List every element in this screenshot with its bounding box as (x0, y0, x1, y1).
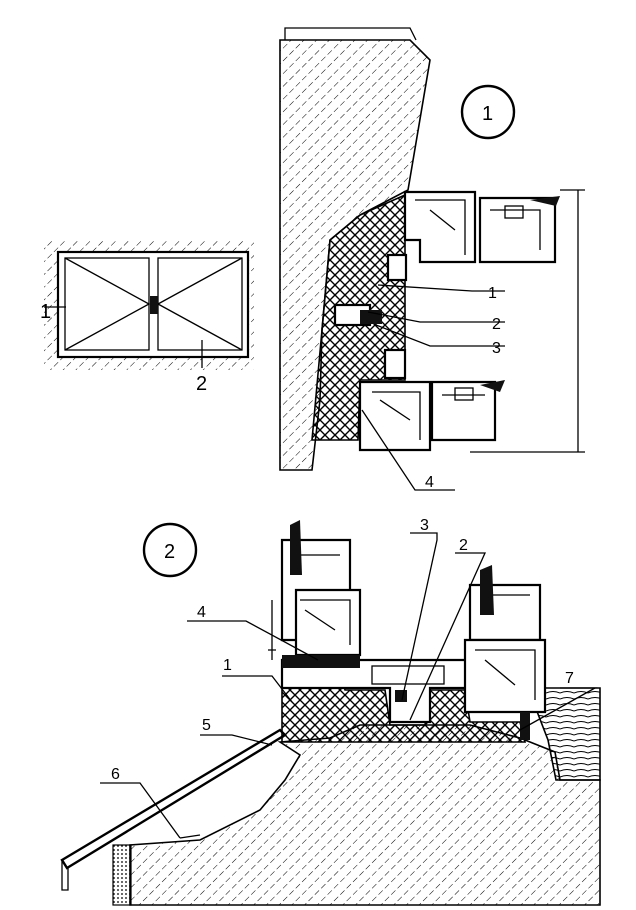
detail-1: 1 1 2 3 4 (279, 27, 585, 491)
callout-1-1: 1 (488, 285, 497, 302)
upper-frame-profile (403, 190, 477, 264)
detail-2: 2 1 2 3 4 5 6 7 (60, 517, 601, 906)
callout-2-6: 6 (111, 766, 120, 783)
callout-2-1: 1 (223, 657, 232, 674)
callout-1-4: 4 (425, 474, 434, 491)
outer-sill-flashing (60, 728, 287, 870)
sill-masonry (129, 724, 601, 906)
callout-2-7: 7 (565, 670, 574, 687)
screw-head (395, 690, 407, 702)
section-mark-2: 2 (196, 373, 207, 395)
plaster-strip (112, 844, 132, 906)
callout-1-2: 2 (492, 316, 501, 333)
sill-fixing (520, 712, 530, 740)
callout-2-3: 3 (420, 517, 429, 534)
detail-1-marker (460, 84, 516, 140)
mullion-lock (150, 296, 158, 314)
detail-2-number: 2 (164, 541, 175, 563)
callout-2-5: 5 (202, 717, 211, 734)
detail-2-marker (142, 522, 198, 578)
callout-2-4: 4 (197, 604, 206, 621)
callout-1-3: 3 (492, 340, 501, 357)
section-mark-1: 1 (40, 301, 51, 323)
window-elevation: 1 2 (40, 240, 254, 395)
callout-2-2: 2 (459, 537, 468, 554)
detail-1-number: 1 (482, 103, 493, 125)
